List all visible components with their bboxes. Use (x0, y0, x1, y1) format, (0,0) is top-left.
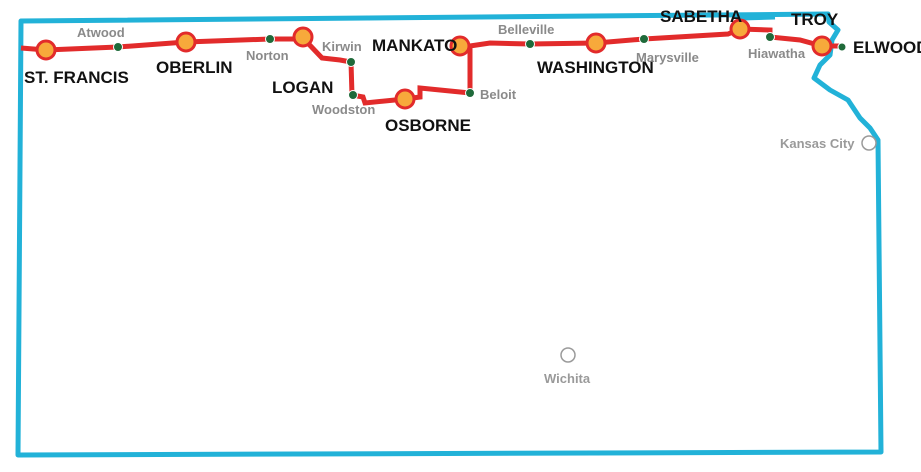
stop-label-woodston: Woodston (312, 102, 375, 117)
stop-label-sabetha: SABETHA (660, 7, 742, 26)
major-stop-washington[interactable]: WASHINGTON (537, 32, 654, 77)
minor-stop-atwood[interactable]: Atwood (77, 25, 125, 52)
minor-stop-belleville[interactable]: Belleville (498, 22, 554, 49)
stop-label-marysville: Marysville (636, 50, 699, 65)
minor-stop-hiawatha[interactable]: Hiawatha (748, 32, 806, 62)
major-stop-elwood[interactable]: ELWOOD (811, 35, 921, 57)
major-stop-troy[interactable]: TROY (791, 10, 839, 29)
reference-city-kansas-city[interactable]: Kansas City (780, 135, 877, 151)
stop-label-washington: WASHINGTON (537, 58, 654, 77)
minor-stop-elwood-dot (837, 42, 847, 52)
major-stop-logan[interactable]: LOGAN (272, 26, 333, 97)
stop-label-belleville: Belleville (498, 22, 554, 37)
minor-stop-kirwin[interactable]: Kirwin (322, 39, 362, 67)
city-label-kansas-city: Kansas City (780, 136, 855, 151)
state-border-notch (737, 14, 776, 21)
stop-label-hiawatha: Hiawatha (748, 46, 806, 61)
stop-label-troy: TROY (791, 10, 839, 29)
stop-label-elwood: ELWOOD (853, 38, 921, 57)
stop-label-atwood: Atwood (77, 25, 125, 40)
reference-city-wichita[interactable]: Wichita (544, 347, 591, 386)
stop-label-st-francis: ST. FRANCIS (24, 68, 129, 87)
stop-label-kirwin: Kirwin (322, 39, 362, 54)
major-stop-sabetha[interactable]: SABETHA (660, 7, 751, 40)
minor-stop-woodston[interactable]: Woodston (312, 90, 375, 118)
stop-label-osborne: OSBORNE (385, 116, 471, 135)
minor-stop-marysville[interactable]: Marysville (636, 34, 699, 66)
stop-label-mankato: MANKATO (372, 36, 457, 55)
major-stop-st-francis[interactable]: ST. FRANCIS (24, 39, 129, 87)
major-stop-oberlin[interactable]: OBERLIN (156, 31, 233, 77)
city-label-wichita: Wichita (544, 371, 591, 386)
stop-label-beloit: Beloit (480, 87, 517, 102)
major-stop-osborne[interactable]: OSBORNE (385, 88, 471, 135)
stop-label-oberlin: OBERLIN (156, 58, 233, 77)
minor-stop-norton[interactable]: Norton (246, 34, 289, 64)
stop-label-norton: Norton (246, 48, 289, 63)
minor-stop-beloit[interactable]: Beloit (465, 87, 517, 102)
state-border (15, 11, 884, 458)
stop-label-logan: LOGAN (272, 78, 333, 97)
major-stop-mankato[interactable]: MANKATO (372, 35, 471, 57)
